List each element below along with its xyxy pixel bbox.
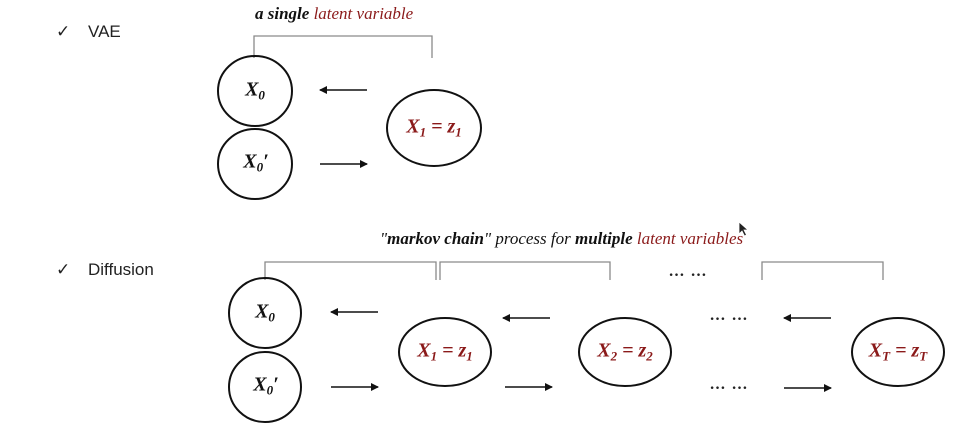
vae-x0p-prime: ′ bbox=[263, 150, 269, 173]
vae-x0prime-label: X0′ bbox=[243, 151, 268, 176]
diff-x0p-prime: ′ bbox=[273, 373, 279, 396]
diffusion-z2-ellipse bbox=[578, 317, 672, 387]
vae-z1-eq: = z bbox=[426, 115, 456, 138]
diffusion-x0prime-label: X0′ bbox=[253, 374, 278, 399]
caption-quote-close: " bbox=[483, 229, 492, 248]
check-icon: ✓ bbox=[56, 22, 71, 41]
vae-caption-bold: a single bbox=[255, 4, 310, 23]
vae-x0-sub: 0 bbox=[258, 87, 265, 103]
ellipsis-top: … … bbox=[668, 263, 708, 280]
diff-z1-eq: = z bbox=[437, 339, 467, 362]
diff-z2-letter: X bbox=[597, 339, 611, 362]
diffusion-z1-ellipse bbox=[398, 317, 492, 387]
diffusion-bracket-2 bbox=[439, 261, 611, 280]
diff-zT-eq: = z bbox=[890, 339, 920, 362]
ellipsis-middle: … … bbox=[709, 307, 749, 324]
diffusion-caption-mid: process for bbox=[491, 229, 575, 248]
diff-x0p-letter: X bbox=[253, 373, 267, 396]
diffusion-caption-bold2: multiple bbox=[575, 229, 633, 248]
check-icon: ✓ bbox=[56, 260, 71, 279]
vae-x0-circle bbox=[217, 55, 293, 127]
vae-bracket bbox=[253, 35, 433, 58]
diff-zT-letter: X bbox=[868, 339, 883, 362]
diff-x0-sub: 0 bbox=[268, 309, 275, 325]
caption-quote-open: " bbox=[380, 229, 388, 248]
diff-x0p-sub: 0 bbox=[266, 382, 274, 398]
diffusion-caption-bold1: markov chain bbox=[387, 229, 484, 248]
vae-x0-letter: X bbox=[245, 78, 259, 101]
diffusion-z1-label: X1 = z1 bbox=[417, 340, 473, 365]
diffusion-caption-red: latent variables bbox=[632, 229, 744, 248]
diffusion-x0-label: X0 bbox=[255, 301, 275, 326]
diffusion-x0prime-circle bbox=[228, 351, 302, 423]
vae-z1-ellipse bbox=[386, 89, 482, 167]
diff-x0-letter: X bbox=[255, 300, 269, 323]
ellipsis-bottom: … … bbox=[709, 376, 749, 393]
diffusion-bullet-label: Diffusion bbox=[88, 260, 154, 279]
diffusion-bracket-1 bbox=[264, 261, 437, 280]
vae-x0p-sub: 0 bbox=[256, 159, 264, 175]
diffusion-caption: "markov chain" process for multiple late… bbox=[380, 229, 743, 249]
vae-z1-sub: 1 bbox=[419, 124, 427, 140]
vae-z1-letter: X bbox=[406, 115, 420, 138]
diffusion-z2-label: X2 = z2 bbox=[597, 340, 653, 365]
diffusion-zT-label: XT = zT bbox=[869, 340, 927, 365]
vae-caption: a single latent variable bbox=[255, 4, 413, 24]
mouse-cursor-icon bbox=[738, 221, 750, 237]
vae-x0-label: X0 bbox=[245, 79, 265, 104]
diff-z1-sub: 1 bbox=[430, 348, 438, 364]
diffusion-zT-ellipse bbox=[851, 317, 945, 387]
vae-z1-zsub: 1 bbox=[455, 124, 462, 140]
diff-z2-zsub: 2 bbox=[646, 348, 653, 364]
vae-bullet: ✓ VAE bbox=[56, 22, 121, 42]
diffusion-bracket-3 bbox=[761, 261, 884, 280]
diffusion-bullet: ✓ Diffusion bbox=[56, 260, 154, 280]
vae-x0p-letter: X bbox=[243, 150, 257, 173]
diff-z1-letter: X bbox=[417, 339, 431, 362]
diff-z1-zsub: 1 bbox=[466, 348, 473, 364]
vae-x0prime-circle bbox=[217, 128, 293, 200]
diff-zT-zsub: T bbox=[919, 348, 928, 364]
vae-caption-red: latent variable bbox=[313, 4, 414, 23]
diff-z2-eq: = z bbox=[617, 339, 647, 362]
diffusion-x0-circle bbox=[228, 277, 302, 349]
diff-z2-sub: 2 bbox=[610, 348, 618, 364]
vae-z1-label: X1 = z1 bbox=[406, 116, 462, 141]
vae-bullet-label: VAE bbox=[88, 22, 121, 41]
diff-zT-sub: T bbox=[882, 348, 891, 364]
